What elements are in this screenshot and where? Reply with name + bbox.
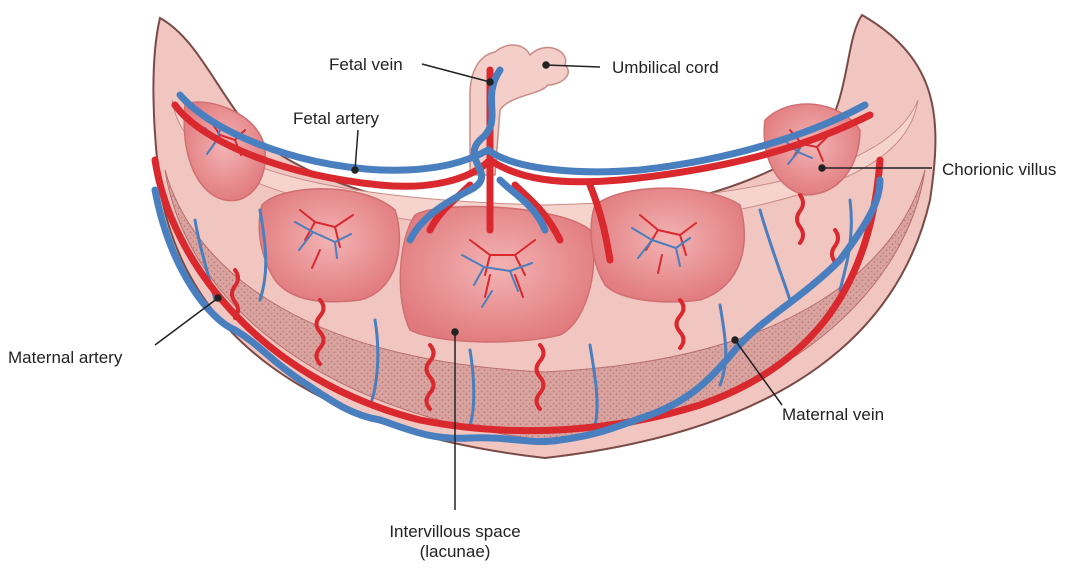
label-maternal-artery: Maternal artery xyxy=(8,348,122,368)
leader-dot-maternal-artery xyxy=(215,295,221,301)
label-intervillous-space-main: Intervillous space xyxy=(355,522,555,542)
label-intervillous-space-sub: (lacunae) xyxy=(355,542,555,562)
leader-dot-chorionic-villus xyxy=(819,165,825,171)
label-maternal-vein: Maternal vein xyxy=(782,405,884,425)
leader-dot-umbilical-cord xyxy=(543,62,549,68)
leader-dot-intervillous-space xyxy=(452,329,458,335)
leader-dot-maternal-vein xyxy=(732,337,738,343)
label-intervillous-space: Intervillous space (lacunae) xyxy=(355,522,555,562)
leader-dot-fetal-artery xyxy=(352,167,358,173)
label-chorionic-villus: Chorionic villus xyxy=(942,160,1056,180)
leader-fetal-artery xyxy=(355,130,358,170)
leader-dot-fetal-vein xyxy=(487,79,493,85)
label-fetal-vein: Fetal vein xyxy=(329,55,403,75)
label-fetal-artery: Fetal artery xyxy=(293,109,379,129)
leader-maternal-artery xyxy=(155,298,218,345)
label-umbilical-cord: Umbilical cord xyxy=(612,58,719,78)
